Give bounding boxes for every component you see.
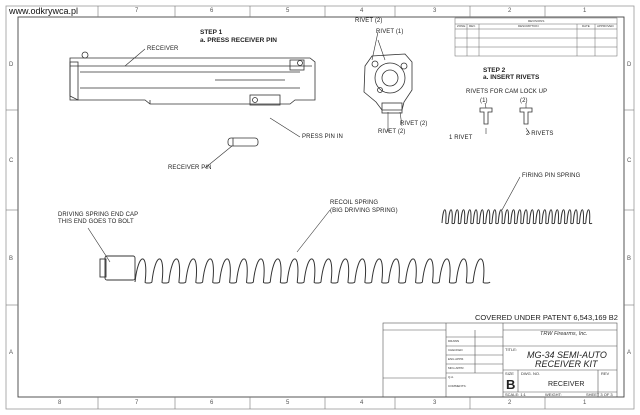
ruler-bottom-8: 8 bbox=[58, 400, 62, 406]
ruler-top-7: 7 bbox=[135, 8, 139, 14]
ruler-ticks bbox=[6, 6, 634, 409]
title-block-row-qa: Q.A. bbox=[448, 375, 455, 379]
weight: WEIGHT: bbox=[545, 392, 562, 397]
ruler-left-d: D bbox=[9, 62, 14, 68]
title-block-row-eng: ENG APPR. bbox=[448, 357, 465, 361]
patent-note: COVERED UNDER PATENT 6,543,169 B2 bbox=[475, 313, 618, 322]
revision-header-zone: ZONE bbox=[457, 24, 466, 28]
drawing-title-line1: MG-34 SEMI-AUTO bbox=[527, 350, 607, 360]
label-rivet2-bottom: RIVET (2) bbox=[378, 129, 406, 135]
title-block-row-comments: COMMENTS: bbox=[448, 384, 467, 388]
ruler-left-a: A bbox=[9, 350, 14, 356]
title-block-row-drawn: DRAWN bbox=[448, 339, 460, 343]
ruler-bottom-7: 7 bbox=[135, 400, 139, 406]
label-num2: (2) bbox=[520, 98, 528, 104]
company-name: TRW Firearms, Inc. bbox=[540, 331, 588, 337]
dwg-no: RECEIVER bbox=[548, 381, 585, 388]
revision-table-frame bbox=[454, 17, 618, 57]
revision-header-approved: APPROVED bbox=[597, 24, 614, 28]
label-driving-cap-1: DRIVING SPRING END CAP bbox=[58, 212, 139, 218]
ruler-left-c: C bbox=[9, 158, 14, 164]
ruler-top-4: 4 bbox=[360, 8, 364, 14]
ruler-bottom-2: 2 bbox=[508, 400, 512, 406]
label-receiver-pin: RECEIVER PIN bbox=[168, 165, 212, 171]
revision-header-date: DATE bbox=[582, 24, 590, 28]
revision-header-rev: REV. bbox=[469, 24, 476, 28]
title-block-row-checked: CHECKED bbox=[448, 348, 463, 352]
label-press-pin-in: PRESS PIN IN bbox=[302, 134, 343, 140]
receiver-pin bbox=[227, 137, 259, 147]
watermark: www.odkrywca.pl bbox=[8, 6, 80, 16]
ruler-bottom-3: 3 bbox=[433, 400, 437, 406]
revision-header-description: DESCRIPTION bbox=[518, 24, 539, 28]
label-receiver: RECEIVER bbox=[147, 46, 179, 52]
ruler-bottom-6: 6 bbox=[210, 400, 214, 406]
label-driving-cap-2: THIS END GOES TO BOLT bbox=[58, 219, 134, 225]
drawing-title-line2: RECEIVER KIT bbox=[535, 359, 598, 369]
ruler-right-c: C bbox=[627, 158, 632, 164]
label-rivets-cam-lock: RIVETS FOR CAM LOCK UP bbox=[466, 89, 548, 95]
rivets bbox=[479, 107, 533, 125]
title-block-frame bbox=[382, 322, 618, 398]
label-rivet2-right: RIVET (2) bbox=[400, 121, 428, 127]
receiver-side-view bbox=[69, 51, 316, 106]
ruler-left-b: B bbox=[9, 256, 14, 262]
revision-table-title: REVISIONS bbox=[528, 19, 545, 23]
ruler-top-5: 5 bbox=[286, 8, 290, 14]
title-label: TITLE: bbox=[505, 347, 518, 352]
label-num1: (1) bbox=[480, 98, 488, 104]
label-rivet1-top: RIVET (1) bbox=[376, 29, 404, 35]
inner-border bbox=[17, 16, 625, 398]
ruler-top-3: 3 bbox=[433, 8, 437, 14]
label-rivet2-top: RIVET (2) bbox=[355, 18, 383, 24]
recoil-spring bbox=[134, 258, 491, 284]
ruler-top-1: 1 bbox=[583, 8, 587, 14]
ruler-right-b: B bbox=[627, 256, 632, 262]
rev-label: REV bbox=[601, 371, 610, 376]
label-recoil-spring-sub: (BIG DRIVING SPRING) bbox=[330, 208, 398, 214]
step2-title: STEP 2 bbox=[483, 67, 506, 74]
step2-subtitle: a. INSERT RIVETS bbox=[483, 74, 540, 81]
label-two-rivets: 2 RIVETS bbox=[526, 131, 554, 137]
label-firing-pin-spring: FIRING PIN SPRING bbox=[522, 173, 581, 179]
ruler-bottom-5: 5 bbox=[286, 400, 290, 406]
ruler-top-2: 2 bbox=[508, 8, 512, 14]
ruler-bottom-4: 4 bbox=[360, 400, 364, 406]
title-block-row-mfg: MFG APPR. bbox=[448, 366, 465, 370]
outer-border bbox=[5, 5, 635, 410]
spring-end-cap bbox=[99, 255, 136, 281]
sheet-number: SHEET 3 OF 3 bbox=[586, 392, 613, 397]
receiver-front-view bbox=[363, 53, 413, 114]
ruler-top-6: 6 bbox=[210, 8, 214, 14]
label-one-rivet: 1 RIVET bbox=[449, 135, 473, 141]
sheet-size: B bbox=[506, 377, 516, 392]
ruler-right-a: A bbox=[627, 350, 632, 356]
ruler-bottom-1: 1 bbox=[583, 400, 587, 406]
step1-title: STEP 1 bbox=[200, 29, 223, 36]
label-recoil-spring: RECOIL SPRING bbox=[330, 200, 379, 206]
firing-pin-spring bbox=[441, 209, 593, 225]
scale: SCALE: 1:1 bbox=[505, 392, 526, 397]
step1-subtitle: a. PRESS RECEIVER PIN bbox=[200, 37, 277, 44]
leader-lines bbox=[87, 31, 531, 263]
size-label: SIZE bbox=[505, 371, 514, 376]
ruler-right-d: D bbox=[627, 62, 632, 68]
dwg-no-label: DWG. NO. bbox=[521, 371, 541, 376]
